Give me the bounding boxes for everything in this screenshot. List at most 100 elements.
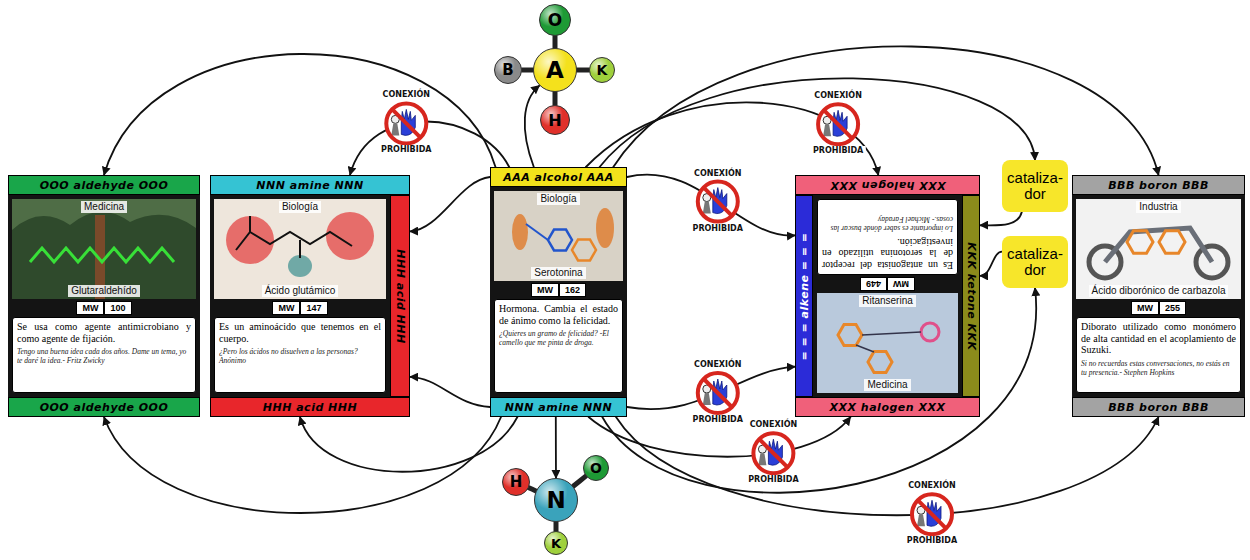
atom-symbol: H (510, 473, 523, 491)
card-content: IndustriaÁcido diborónico de carbazolaMW… (1076, 199, 1241, 393)
compound-card: Es un antagonista del receptor de la ser… (795, 175, 980, 417)
mw-label: MW (1131, 301, 1159, 315)
band-label: = = = alkene = = = (798, 232, 811, 360)
sign-label: PROHIBIDA (811, 146, 865, 156)
image-area: BiologíaÁcido glutámico (214, 199, 386, 299)
description-panel: Se usa como agente antimicrobiano y como… (12, 317, 196, 393)
sign-text-bottom: PROHIBIDA (746, 475, 800, 485)
molecule-bond (526, 224, 548, 240)
description-panel: Hormona. Cambia el estado de ánimo como … (494, 299, 623, 393)
sign-label: CONEXIÓN (748, 420, 799, 430)
atom-ball: B (494, 56, 522, 84)
mw-value: 162 (559, 283, 586, 297)
atom-symbol: O (548, 10, 562, 30)
sign-text-top: CONEXIÓN (692, 169, 743, 179)
connector-arrow (300, 417, 517, 472)
mw-value: 147 (300, 301, 327, 315)
compound-name: Ácido glutámico (262, 285, 339, 297)
sign-ring (386, 103, 426, 143)
sign-label: CONEXIÓN (381, 90, 432, 100)
prohibition-sign (753, 433, 793, 473)
compound-card: BiologíaÁcido glutámicoMW147 Es un aminoá… (210, 175, 410, 417)
sign-slash (704, 379, 732, 407)
group-band: OOO aldehyde OOO (8, 397, 200, 417)
atom-symbol: A (546, 57, 564, 83)
sign-slash (704, 188, 732, 216)
sign-slash (392, 109, 420, 137)
atom-ball: K (589, 57, 615, 83)
image-caption: Biología (279, 201, 321, 213)
image-area: RitanserinaMedicina (817, 293, 958, 393)
prohibition-sign (386, 103, 426, 143)
group-band: BBB boron BBB (1072, 397, 1245, 417)
image-area: IndustriaÁcido diborónico de carbazola (1076, 199, 1241, 299)
card-content: BiologíaSerotoninaMW162Hormona. Cambia e… (494, 191, 623, 393)
compound-card: BiologíaSerotoninaMW162Hormona. Cambia e… (490, 167, 627, 417)
quote-text: Tengo una buena idea cada dos años. Dame… (17, 347, 191, 365)
sign-ground (698, 373, 738, 413)
atom-ball: A (533, 48, 577, 92)
mw-value: 100 (104, 301, 131, 315)
motorbike-body (1105, 228, 1212, 262)
sign-slash (759, 439, 787, 467)
amine-highlight (288, 255, 312, 277)
mw-label: MW (887, 277, 915, 291)
sign-text-top: CONEXIÓN (812, 91, 863, 101)
sign-label: CONEXIÓN (692, 169, 743, 179)
mw-label: MW (272, 301, 300, 315)
description-panel: Es un antagonista del receptor de la ser… (817, 199, 958, 275)
group-band: = = = alkene = = = (795, 195, 813, 397)
band-label: BBB boron BBB (1108, 179, 1209, 192)
catalyst-label: cataliza- dor (1005, 170, 1065, 203)
compound-name: Ácido diborónico de carbazola (1089, 285, 1229, 297)
band-label: NNN amine NNN (505, 401, 612, 414)
card-frame (8, 175, 200, 417)
atom-bond (554, 522, 559, 531)
group-band: XXX halogen XXX (795, 397, 980, 417)
benzene-ring (1159, 231, 1185, 254)
sign-text-bottom: PROHIBIDA (905, 536, 959, 546)
molecular-weight-row: MW255 (1076, 301, 1241, 315)
band-label: OOO aldehyde OOO (40, 179, 169, 192)
sign-text-bottom: PROHIBIDA (811, 146, 865, 156)
connector-arrow (613, 46, 1158, 175)
quote-text: ¿Quieres un gramo de felicidad? -El came… (499, 329, 618, 347)
person-body (917, 514, 925, 526)
card-content: BiologíaÁcido glutámicoMW147 Es un aminoá… (214, 199, 386, 393)
compound-card: MedicinaGlutaraldehídoMW100Se usa como a… (8, 175, 200, 417)
connector-arrow (104, 417, 501, 513)
sign-text-bottom: PROHIBIDA (691, 224, 745, 234)
connector-arrow (980, 212, 1022, 225)
image-caption: Biología (537, 193, 579, 205)
atom-bond (577, 68, 589, 73)
description-text: Es un aminoácido que tenemos en el cuerp… (219, 321, 381, 344)
prohibition-sign (698, 182, 738, 222)
card-frame (210, 175, 410, 417)
band-label: NNN amine NNN (256, 179, 363, 192)
connector-arrow (525, 86, 540, 167)
card-content: Es un antagonista del receptor de la ser… (817, 199, 958, 393)
sign-ring (698, 182, 738, 222)
sign-ring (818, 104, 858, 144)
mw-label: MW (76, 301, 104, 315)
atom-symbol: O (590, 460, 602, 476)
prohibition-sign (698, 373, 738, 413)
prohibition-sign (818, 104, 858, 144)
card-content: MedicinaGlutaraldehídoMW100Se usa como a… (12, 199, 196, 393)
sign-text-bottom: PROHIBIDA (691, 415, 745, 425)
person-body (823, 124, 831, 136)
band-label: BBB boron BBB (1108, 401, 1209, 414)
description-panel: Diborato utilizado como monómero de alta… (1076, 317, 1241, 393)
quote-text: Lo importante es saber dónde buscar las … (822, 216, 953, 234)
image-caption: Ritanserina (859, 295, 916, 307)
card-frame (490, 167, 627, 417)
compound-name: Glutaraldehído (68, 285, 140, 297)
connector-arrow (600, 78, 1035, 167)
sign-text-bottom: PROHIBIDA (379, 145, 433, 155)
molecule-bond (862, 332, 921, 335)
connector-arrow (555, 417, 557, 478)
benzene-ring (838, 325, 862, 346)
compound-card: IndustriaÁcido diborónico de carbazolaMW… (1072, 175, 1245, 417)
band-label: XXX halogen XXX (830, 401, 946, 414)
connector-arrow (627, 175, 795, 236)
